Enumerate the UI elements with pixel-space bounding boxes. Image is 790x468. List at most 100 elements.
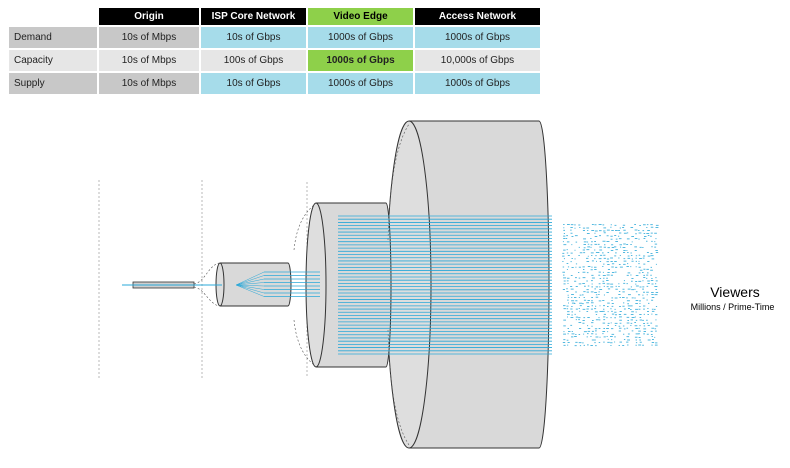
viewer-dot (638, 294, 641, 296)
viewer-dot (602, 252, 604, 254)
viewer-dot (630, 319, 633, 321)
viewer-dot (607, 264, 610, 265)
viewer-dot (563, 224, 565, 225)
viewer-dot (622, 325, 625, 327)
viewer-dot (603, 308, 605, 310)
viewer-dot (602, 224, 605, 226)
viewer-dot (611, 310, 613, 312)
viewer-dot (603, 341, 605, 343)
viewer-dot (587, 246, 591, 248)
viewer-dot (622, 247, 626, 248)
viewer-dot (567, 277, 570, 279)
viewer-dot (635, 308, 638, 310)
viewer-dot (562, 266, 565, 268)
viewer-dot (655, 314, 658, 316)
viewer-dot (594, 266, 597, 268)
viewer-dot (643, 333, 645, 335)
viewer-dot (571, 236, 574, 237)
viewer-dot (635, 328, 638, 329)
viewer-dot (619, 232, 622, 234)
viewer-dot (619, 316, 622, 318)
viewer-dot (567, 294, 569, 296)
viewer-dot (598, 243, 600, 245)
viewer-dot (638, 327, 640, 329)
viewer-dot (642, 344, 644, 346)
viewer-dot (583, 317, 586, 319)
viewer-dot (591, 283, 593, 285)
stream-line (235, 275, 265, 286)
viewer-dot (586, 233, 590, 234)
viewer-dot (639, 225, 641, 226)
viewer-dot (642, 280, 644, 282)
viewer-dot (599, 254, 603, 256)
viewer-dot (591, 274, 594, 276)
viewer-dot (591, 255, 593, 256)
viewer-dot (598, 317, 600, 319)
viewer-dot (603, 305, 605, 307)
viewer-dot (567, 311, 570, 313)
viewer-dot (626, 283, 628, 285)
viewer-dot (630, 314, 634, 315)
viewer-dot (590, 238, 592, 239)
viewer-dot (594, 308, 597, 310)
viewer-dot (610, 250, 614, 251)
viewer-dot (599, 261, 602, 262)
capacity-table: Origin ISP Core Network Video Edge Acces… (7, 6, 542, 96)
viewer-dot (626, 250, 628, 251)
viewer-dot (594, 236, 598, 237)
viewer-dot (587, 266, 591, 267)
stream-line (235, 284, 265, 294)
viewer-dot (614, 308, 616, 310)
viewer-dot (610, 224, 612, 226)
viewer-dot (627, 303, 629, 305)
viewer-dot (647, 314, 649, 315)
viewer-dot (631, 236, 634, 237)
viewer-dot (603, 254, 606, 256)
viewer-dot (634, 316, 636, 318)
viewer-dot (650, 269, 653, 271)
viewer-dot (638, 272, 641, 274)
viewer-dot (563, 244, 567, 246)
viewer-dot (562, 261, 564, 262)
viewer-dot (566, 288, 568, 290)
viewer-dot (567, 283, 569, 284)
viewer-dot (579, 305, 582, 307)
viewer-dot (607, 288, 611, 290)
viewer-dot (654, 232, 657, 234)
viewer-dot (594, 258, 596, 260)
viewer-dot (571, 311, 573, 313)
viewer-dot (586, 308, 589, 310)
viewer-dot (611, 333, 615, 335)
viewer-dot (630, 286, 632, 288)
viewer-dot (610, 322, 612, 324)
viewer-dot (602, 300, 605, 301)
viewer-dot (586, 311, 589, 312)
viewer-dot (627, 272, 631, 274)
viewer-dot (578, 277, 581, 279)
viewer-dot (614, 325, 617, 326)
viewer-dot (606, 317, 608, 319)
viewer-dot (651, 240, 653, 242)
viewer-dot (651, 297, 655, 298)
table-row-supply: Supply 10s of Mbps 10s of Gbps 1000s of … (9, 73, 540, 94)
viewer-dot (566, 263, 569, 264)
viewer-dot (631, 258, 633, 260)
viewer-dot (642, 288, 644, 290)
viewer-dot (571, 333, 575, 335)
viewer-dot (638, 266, 641, 268)
viewer-dot (646, 277, 648, 279)
viewer-dot (591, 260, 594, 262)
viewer-dot (627, 255, 630, 257)
table-header-isp-core: ISP Core Network (201, 8, 306, 25)
funnel-edge-access (387, 123, 410, 446)
viewer-dot (614, 341, 616, 343)
viewer-dot (590, 308, 593, 310)
viewer-dot (602, 282, 605, 284)
viewer-dot (646, 319, 648, 321)
viewer-dot (607, 341, 610, 343)
viewer-dot (571, 300, 575, 302)
viewer-dot (602, 275, 606, 276)
viewer-dot (651, 283, 654, 285)
viewer-dot (570, 224, 574, 226)
